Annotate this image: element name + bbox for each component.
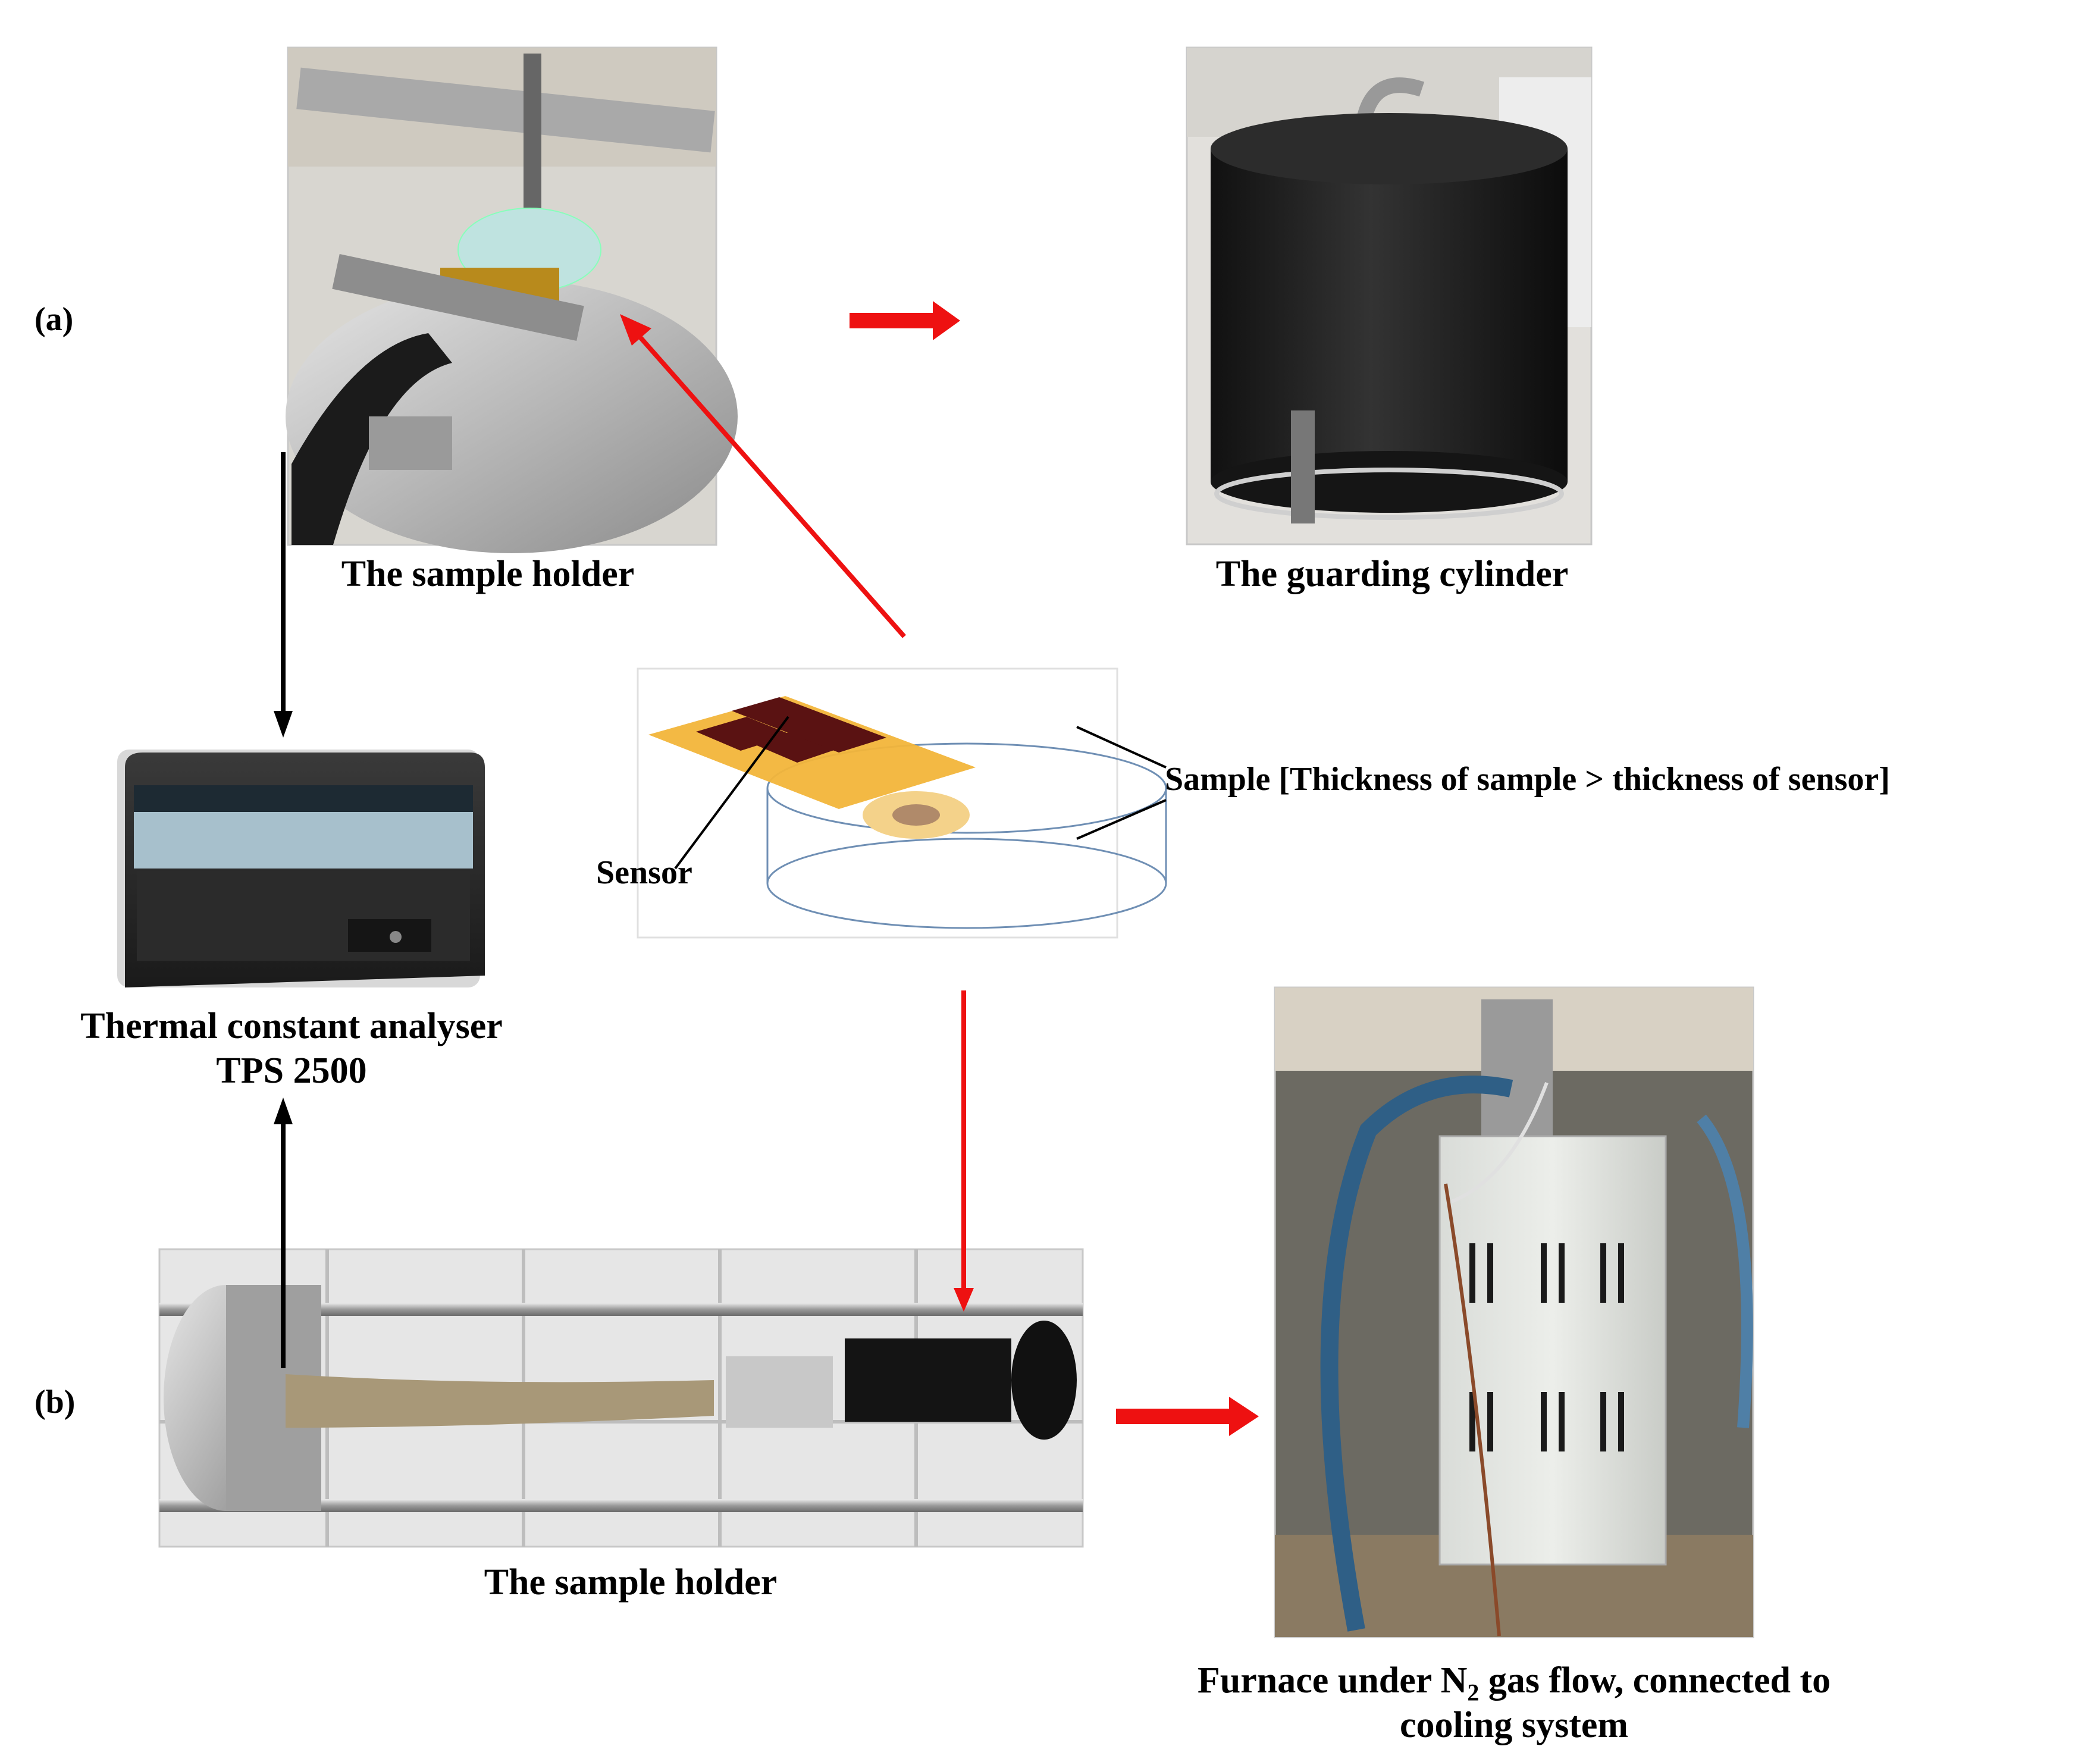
caption-furnace-line1: Furnace under N2 gas flow, connected to [1118, 1660, 1910, 1706]
sensor-foil [648, 696, 976, 839]
black-arrow-down [274, 452, 293, 738]
caption-analyser-line1: Thermal constant analyser [80, 1006, 503, 1046]
guarding-cylinder-photo [1186, 46, 1593, 545]
sample-holder-photo-a [286, 46, 738, 553]
thermal-analyser-photo [117, 750, 485, 987]
furnace-vents [1469, 1243, 1624, 1451]
red-arrow-b-right [1116, 1397, 1259, 1436]
sample-pointer-bottom [1076, 799, 1167, 840]
caption-furnace-line2: cooling system [1399, 1705, 1629, 1745]
caption-furnace-pre: Furnace under N [1197, 1660, 1468, 1701]
caption-sample-holder-a: The sample holder [341, 554, 635, 594]
caption-furnace-post: gas flow, connected to [1479, 1660, 1831, 1701]
panel-label-a: (a) [35, 301, 74, 338]
panel-label-b: (b) [35, 1384, 76, 1421]
red-arrow-diagram-to-holder [620, 314, 906, 638]
sample-holder-photo-b [158, 1248, 1084, 1548]
red-arrow-a-right [850, 301, 960, 340]
furnace-photo [1274, 986, 1754, 1638]
sensor-sample-diagram [637, 667, 1167, 939]
red-arrow-down [954, 990, 974, 1312]
caption-guarding-cylinder: The guarding cylinder [1215, 554, 1569, 594]
sensor-label: Sensor [596, 854, 692, 891]
caption-sample-holder-b: The sample holder [484, 1562, 778, 1603]
sensor-pointer [674, 716, 789, 870]
sample-label: Sample [Thickness of sample > thickness … [1165, 761, 1890, 798]
black-arrow-up [274, 1098, 293, 1368]
caption-analyser-line2: TPS 2500 [216, 1051, 367, 1091]
caption-furnace-subscript: 2 [1467, 1679, 1480, 1706]
sample-pointer-top [1076, 726, 1167, 769]
